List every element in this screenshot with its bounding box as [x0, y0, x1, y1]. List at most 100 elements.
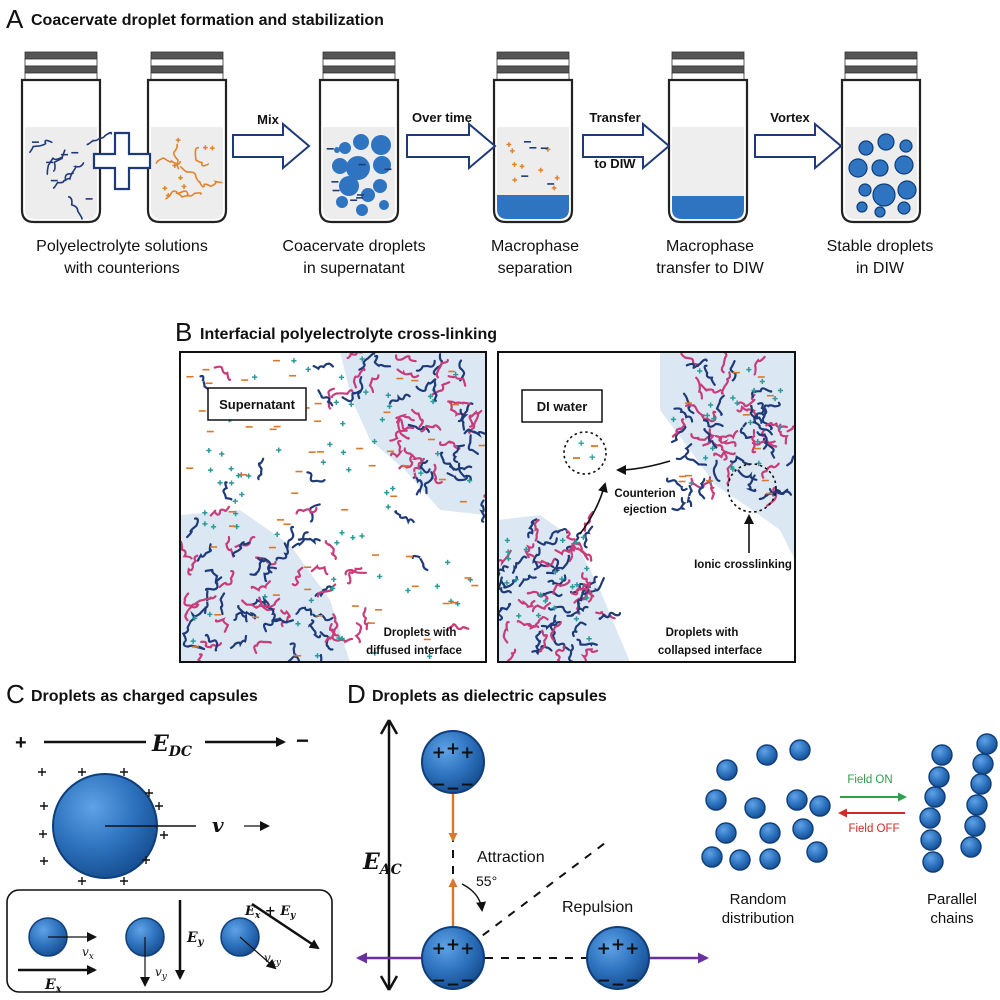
counterion-plus [777, 424, 783, 430]
stable-droplet [874, 206, 886, 218]
over-time-arrow-icon [406, 121, 497, 171]
counterion-plus [584, 565, 590, 572]
exy-label: Ex + Ey [244, 904, 296, 921]
polymer-chain [535, 630, 542, 653]
polymer-chain [346, 352, 368, 360]
polymer-chain [565, 529, 577, 552]
polymer-chain [286, 525, 295, 549]
counterion-plus [512, 177, 518, 183]
counterion-plus [504, 537, 510, 543]
macrophase-layer [672, 196, 744, 219]
polymer-chain [368, 374, 380, 394]
counterion-plus [339, 635, 345, 642]
counterion-plus [759, 378, 765, 385]
chain-droplet [928, 766, 950, 788]
counterion-plus [751, 387, 757, 394]
edc-label: EDC [151, 731, 192, 760]
ejection-arrow-2 [579, 482, 608, 535]
counterion-plus [181, 184, 187, 189]
polymer-chain [180, 541, 193, 560]
polymer-chain [756, 431, 768, 450]
polymer-chain [306, 471, 326, 483]
polymer-chain [412, 476, 424, 496]
polymer-chain [459, 408, 469, 431]
polymer-chain [498, 602, 512, 621]
polymer-chain [535, 557, 557, 568]
polymer-chain [580, 572, 592, 593]
polymer-chain [396, 368, 420, 379]
stable-droplet [877, 133, 895, 151]
counterion-plus [192, 615, 198, 621]
dipole-droplet-bottom-left: +++ −−− [421, 926, 485, 995]
polymer-chain [324, 540, 337, 560]
counterion-plus [704, 412, 711, 419]
polymer-chain [395, 416, 415, 431]
polymer-chain [549, 528, 569, 540]
coacervate-droplet [373, 179, 387, 193]
surface-charge-plus [145, 789, 153, 797]
stable-droplet [897, 201, 911, 215]
polymer-chain [531, 602, 552, 613]
coacervate-droplet [361, 188, 375, 202]
polymer-chain [67, 196, 83, 220]
counterion-plus [274, 531, 280, 537]
polymer-chain [555, 645, 566, 662]
caption-4-line-1: Macrophase [666, 238, 754, 255]
stable-droplet [899, 139, 913, 153]
surface-charge-plus [40, 802, 48, 810]
polymer-chain [396, 413, 415, 424]
ejected-counterion-circle [563, 431, 607, 475]
polymer-chain [680, 352, 700, 368]
vx-label: vx [82, 945, 94, 962]
coacervate-droplet [339, 176, 359, 196]
polymer-chain [712, 459, 721, 482]
counterion-plus [390, 485, 396, 492]
polymer-chain [538, 629, 548, 653]
counterion-plus [559, 576, 565, 582]
counterion-plus [330, 585, 336, 592]
counterion-plus [217, 480, 223, 486]
vial-3 [318, 51, 400, 224]
counterion-plus [710, 445, 716, 451]
counterion-plus [426, 653, 433, 659]
polymer-chain [752, 421, 773, 436]
polymer-chain [568, 542, 581, 562]
polymer-chain [263, 600, 276, 623]
counterion-plus [207, 611, 213, 618]
attraction-label: Attraction [477, 849, 545, 866]
polymer-chain [703, 364, 716, 386]
surface-charge-plus [160, 831, 168, 839]
polymer-chain [411, 408, 424, 428]
vial-1 [20, 51, 113, 224]
polymer-chain [196, 543, 213, 562]
svg-text:−−−: −−− [432, 971, 475, 995]
counterion-plus [239, 491, 245, 498]
random-droplet [729, 849, 751, 871]
polymer-chain [498, 565, 509, 577]
polymer-chain [297, 537, 321, 545]
counterion-plus [551, 605, 557, 611]
polymer-chain [685, 456, 708, 466]
polymer-chain [204, 590, 209, 615]
counterion-plus [772, 396, 778, 402]
counterion-plus [232, 498, 238, 504]
field-on-label: Field ON [847, 774, 892, 786]
polymer-chain [786, 425, 795, 433]
counterion-plus [506, 142, 512, 147]
polymer-chain [419, 459, 431, 474]
counterion-plus [755, 438, 761, 445]
chain-droplet [970, 773, 992, 795]
polymer-chain [506, 648, 517, 662]
polymer-chain [786, 445, 795, 467]
counterion-plus [175, 137, 181, 143]
counterion-plus [165, 193, 171, 198]
counterion-plus [371, 438, 378, 445]
polymer-chain [187, 554, 199, 576]
polymer-chain [237, 604, 257, 620]
counterion-plus [711, 416, 717, 422]
counterion-plus [228, 480, 235, 486]
polymer-chain [446, 472, 468, 482]
panel-b-letter: B [175, 317, 192, 347]
chain-droplet [919, 807, 941, 829]
